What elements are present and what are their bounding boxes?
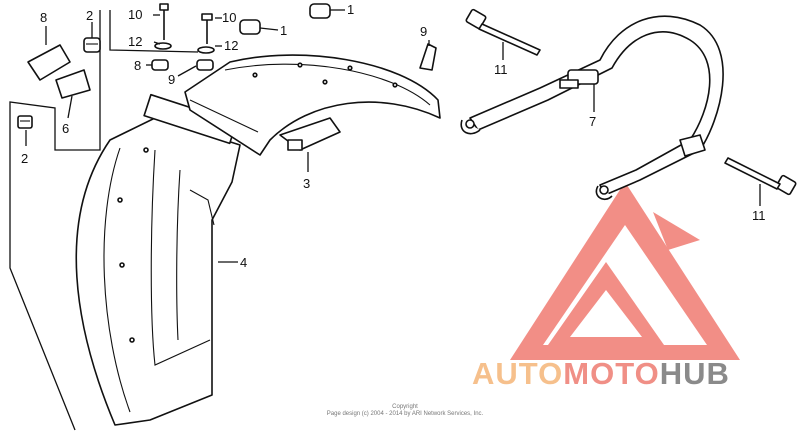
brand-part-hub: HUB [659, 356, 730, 391]
callout-1-left: 1 [280, 23, 287, 38]
callout-4: 4 [240, 255, 247, 270]
callout-10-right: 10 [222, 10, 236, 25]
watermark-logo [510, 182, 740, 360]
callout-12-right: 12 [224, 38, 238, 53]
callout-8-left: 8 [134, 58, 141, 73]
inner-fender-part-3 [184, 54, 441, 156]
bolt-part-11-lower [724, 157, 797, 196]
brand-part-auto: AUTO [472, 356, 564, 391]
group-outline [9, 10, 101, 431]
copyright-line-2: Page design (c) 2004 - 2014 by ARI Netwo… [326, 411, 484, 417]
callout-5: 7 [589, 114, 596, 129]
grommet-part-8-right [196, 59, 214, 71]
washer-part-12-left [154, 42, 172, 50]
bolt-part-10-left [159, 3, 169, 40]
watermark-brand-text: AUTOMOTOHUB [472, 356, 730, 392]
copyright-line-1: Copyright [392, 404, 418, 410]
callout-2-top: 2 [86, 8, 93, 23]
callout-7: 8 [40, 10, 47, 25]
copyright-notice: Copyright Page design (c) 2004 - 2014 by… [300, 404, 510, 418]
callout-2-lower: 2 [21, 151, 28, 166]
cushion-part-1-left [239, 19, 261, 35]
callout-8-right: 9 [168, 72, 175, 87]
callout-9: 9 [420, 24, 427, 39]
bolt-part-10-right [201, 13, 213, 44]
callout-11-upper: 11 [494, 62, 508, 77]
washer-part-12-right [197, 46, 215, 54]
brand-part-moto: MOTO [563, 356, 660, 391]
callout-11-lower: 11 [752, 208, 766, 223]
reflector-part-9 [419, 43, 437, 71]
callout-12-left: 12 [128, 34, 142, 49]
grab-rail-part-5 [460, 15, 724, 201]
callout-1-right: 1 [347, 2, 354, 17]
callout-labels: 8 2 6 2 10 12 8 10 12 9 1 1 9 11 7 3 4 1… [21, 2, 766, 270]
grommet-part-8-left [151, 59, 169, 71]
nut-part-2-top [83, 37, 101, 53]
bolt-part-11-upper [465, 8, 541, 56]
decal-part-6 [55, 69, 91, 99]
cushion-part-1-right [309, 3, 331, 19]
leader-lines [25, 9, 761, 263]
nut-part-2-lower [17, 115, 33, 129]
callout-6: 6 [62, 121, 69, 136]
callout-10-left: 10 [128, 7, 142, 22]
callout-3: 3 [303, 176, 310, 191]
rear-fender-part-4 [75, 93, 241, 426]
decal-part-7 [27, 44, 71, 81]
